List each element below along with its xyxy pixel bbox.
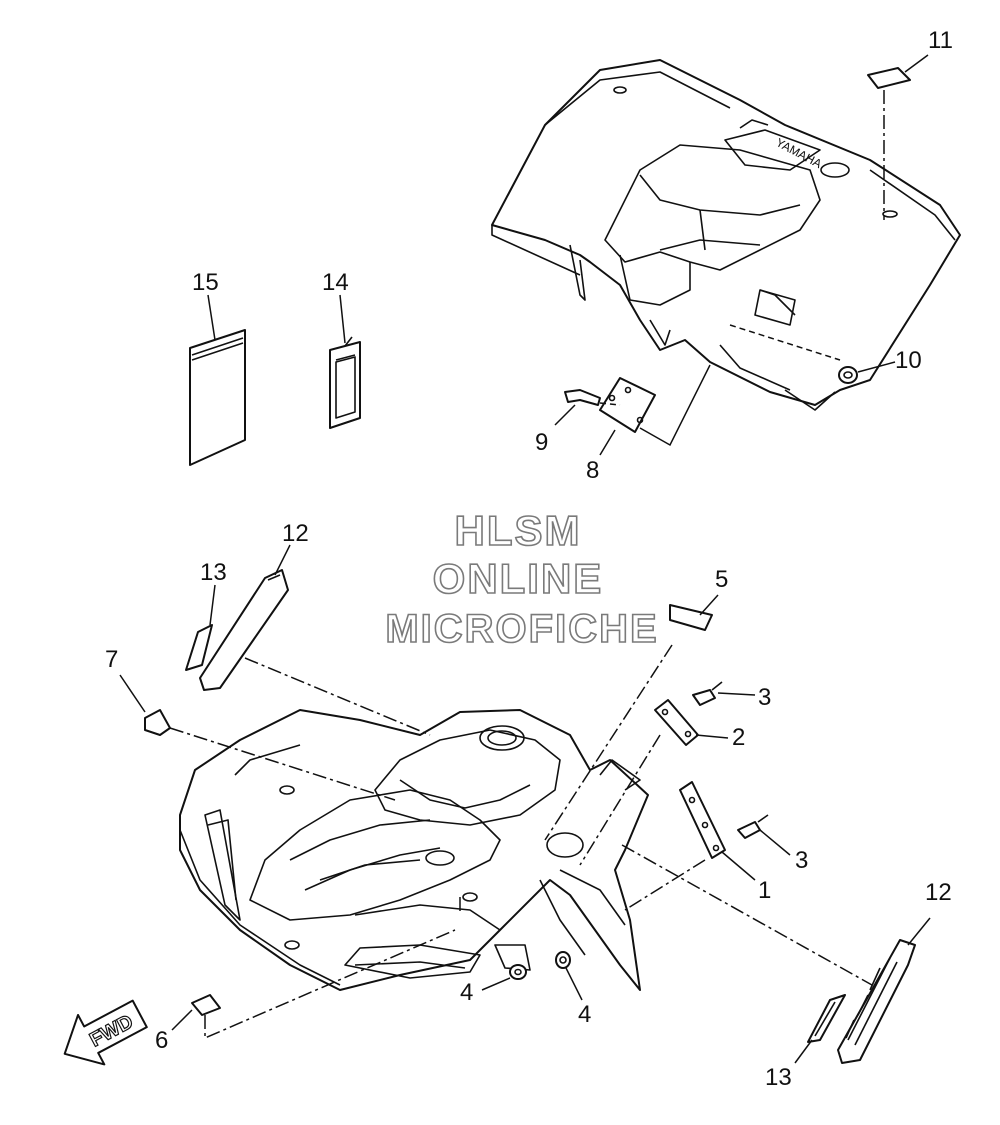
watermark: HLSM ONLINE MICROFICHE — [385, 506, 658, 652]
callout-14: 14 — [322, 269, 349, 296]
part-15-manual-bag — [189, 329, 246, 466]
part-12-emblem-upper — [199, 569, 289, 691]
callout-5: 5 — [715, 566, 728, 593]
watermark-line-3: MICROFICHE — [385, 607, 658, 651]
part-4-grommet-left — [509, 964, 527, 980]
callout-12b: 12 — [925, 879, 952, 906]
front-fender — [179, 709, 649, 991]
part-10-grommet — [838, 366, 858, 384]
callout-1: 1 — [758, 877, 771, 904]
part-13-decal-upper — [185, 624, 213, 671]
part-3-bolt-upper — [692, 681, 723, 706]
fwd-arrow: FWD — [63, 999, 148, 1066]
part-13-decal-lower — [807, 994, 846, 1043]
rear-fender: YAMAHA — [491, 59, 961, 411]
watermark-line-1: HLSM — [455, 507, 582, 554]
watermark-line-2: ONLINE — [433, 555, 604, 602]
callout-10: 10 — [895, 347, 922, 374]
callout-3a: 3 — [758, 684, 771, 711]
part-2-plate — [654, 699, 699, 746]
callout-13b: 13 — [765, 1064, 792, 1091]
part-4-grommet-right — [555, 951, 571, 969]
part-5-label — [669, 604, 713, 631]
part-3-bolt-lower — [737, 814, 769, 839]
callout-11: 11 — [928, 27, 953, 54]
part-9-bolt — [564, 389, 601, 406]
callout-2: 2 — [732, 724, 745, 751]
part-6-label — [191, 994, 221, 1016]
part-11-label — [867, 67, 911, 89]
part-7-label — [144, 709, 171, 736]
callout-8: 8 — [586, 457, 599, 484]
part-14-tag — [329, 336, 361, 429]
callout-9: 9 — [535, 429, 548, 456]
callout-6: 6 — [155, 1027, 168, 1054]
part-8-plate — [599, 377, 656, 433]
callout-4b: 4 — [578, 1001, 591, 1028]
callout-4a: 4 — [460, 979, 473, 1006]
callout-7: 7 — [105, 646, 118, 673]
callout-12a: 12 — [282, 520, 309, 547]
callout-15: 15 — [192, 269, 219, 296]
callout-13a: 13 — [200, 559, 227, 586]
part-1-bracket — [679, 781, 726, 859]
callout-3b: 3 — [795, 847, 808, 874]
part-12-emblem-lower — [837, 939, 916, 1064]
